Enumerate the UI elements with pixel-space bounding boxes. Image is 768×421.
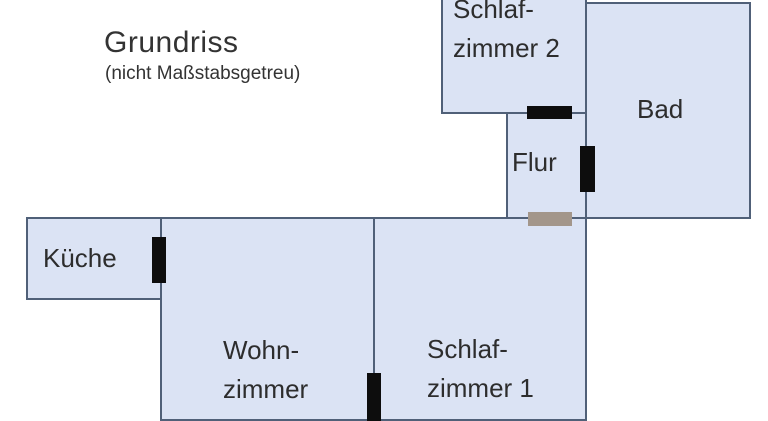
room-kueche [26, 217, 162, 300]
room-schlafzimmer-1 [373, 217, 587, 421]
schlafzimmer-2-door-icon [527, 106, 572, 119]
page-title: Grundriss [104, 26, 239, 59]
entrance-door-icon [528, 212, 572, 226]
room-flur [506, 112, 587, 219]
room-label-bad: Bad [637, 94, 684, 124]
room-label-wohnzimmer: Wohn- zimmer [223, 335, 309, 404]
room-label-kueche: Küche [43, 243, 117, 273]
bad-door-icon [580, 146, 595, 192]
room-wohnzimmer [160, 217, 375, 421]
room-bad [585, 2, 751, 219]
wohnzimmer-door-icon [367, 373, 381, 421]
room-label-schlafzimmer-2: Schlaf- zimmer 2 [453, 0, 560, 63]
room-label-schlafzimmer-1: Schlaf- zimmer 1 [427, 334, 534, 403]
room-label-flur: Flur [512, 147, 557, 177]
page-subtitle: (nicht Maßstabsgetreu) [105, 63, 301, 84]
kueche-door-icon [152, 237, 166, 283]
